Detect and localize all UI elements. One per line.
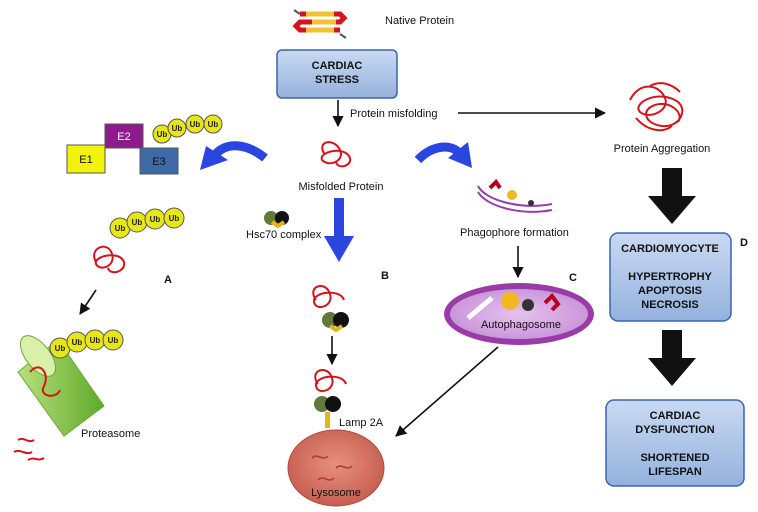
cardiomyocyte-line-5: NECROSIS [641,299,698,311]
e1-label: E1 [79,154,92,166]
hsc70-complex-icon [264,211,289,229]
hsc70-b-black [333,312,349,328]
svg-text:Ub: Ub [150,215,161,224]
ubiquitinated-protein-icon [93,245,126,274]
phagophore-icon [477,178,553,213]
hsc70-b-link [328,324,344,333]
label-d: D [740,237,748,249]
ub-chain-top: Ub Ub Ub Ub [152,114,223,144]
lysosome-label: Lysosome [311,487,361,499]
ub-chain-proteasome: Ub Ub Ub Ub [49,329,124,359]
label-a: A [164,274,172,286]
hsc70-complex-label: Hsc70 complex [246,229,322,241]
svg-text:Ub: Ub [172,124,183,133]
svg-text:Ub: Ub [115,224,126,233]
lysosome-contents-icon [311,455,353,481]
phagophore-formation-label: Phagophore formation [460,227,569,239]
dysfunction-line-2: DYSFUNCTION [635,424,715,436]
blue-arrow-left-head [200,146,228,170]
lamp2a-green [314,396,330,412]
e1-enzyme [66,144,106,174]
svg-text:Ub: Ub [108,336,119,345]
dysfunction-line-1: CARDIAC [650,410,701,422]
arrow-autophagosome-to-lysosome [395,346,499,437]
blue-arrow-down [334,198,344,238]
lamp2a-protein-icon [314,369,347,393]
svg-text:Ub: Ub [72,338,83,347]
svg-text:Ub: Ub [157,130,168,139]
hsc70-b-green [322,312,338,328]
arrow-a-to-proteasome [79,289,97,315]
autophagosome-membrane-icon [466,296,494,320]
blue-arrow-right-head [448,142,472,168]
misfolded-protein-icon [320,141,352,168]
black-arrow-to-cardiomyocyte [648,168,696,224]
black-arrow-to-dysfunction [648,330,696,386]
e2-label: E2 [117,131,130,143]
cargo-dark-icon [522,299,534,311]
dysfunction-line-4: SHORTENED [640,452,709,464]
protein-misfolding-label: Protein misfolding [350,108,437,120]
svg-text:Ub: Ub [90,336,101,345]
protein-aggregation-label: Protein Aggregation [614,143,711,155]
blue-arrow-left [210,141,268,162]
protein-aggregate-icon [629,82,684,132]
cardiac-stress-box [276,49,398,99]
e3-label: E3 [152,156,165,168]
e2-enzyme [104,123,144,149]
svg-text:Ub: Ub [55,344,66,353]
svg-text:Ub: Ub [169,214,180,223]
autophagosome-label: Autophagosome [481,319,561,331]
cardiac-stress-line-2: STRESS [315,74,359,86]
cardiomyocyte-line-3: HYPERTROPHY [628,271,712,283]
native-protein-label: Native Protein [385,15,454,27]
svg-text:Ub: Ub [132,218,143,227]
blue-arrow-down-head [324,236,354,262]
misfolded-protein-label: Misfolded Protein [299,181,384,193]
lamp2a-black [325,396,341,412]
lamp2a-label: Lamp 2A [339,417,384,429]
ub-chain-a: Ub Ub Ub Ub [109,207,185,239]
e3-enzyme [139,147,179,175]
cargo-yellow-icon [501,292,519,310]
cardiomyocyte-line-4: APOPTOSIS [638,285,702,297]
svg-text:Ub: Ub [208,120,219,129]
proteasome-label: Proteasome [81,428,140,440]
cardiomyocyte-box [609,232,732,322]
svg-text:Ub: Ub [190,120,201,129]
label-c: C [569,272,577,284]
cargo-protein-icon [543,292,561,312]
native-protein-icon [292,9,348,39]
cardiomyocyte-line-1: CARDIOMYOCYTE [621,243,719,255]
dysfunction-line-5: LIFESPAN [648,466,702,478]
cardiac-dysfunction-box [605,399,745,487]
lamp2a-receptor-icon [325,412,330,428]
chaperone-bound-protein-icon [312,285,345,309]
cardiac-stress-line-1: CARDIAC [312,60,363,72]
proteasome-icon [13,335,105,461]
label-b: B [381,270,389,282]
